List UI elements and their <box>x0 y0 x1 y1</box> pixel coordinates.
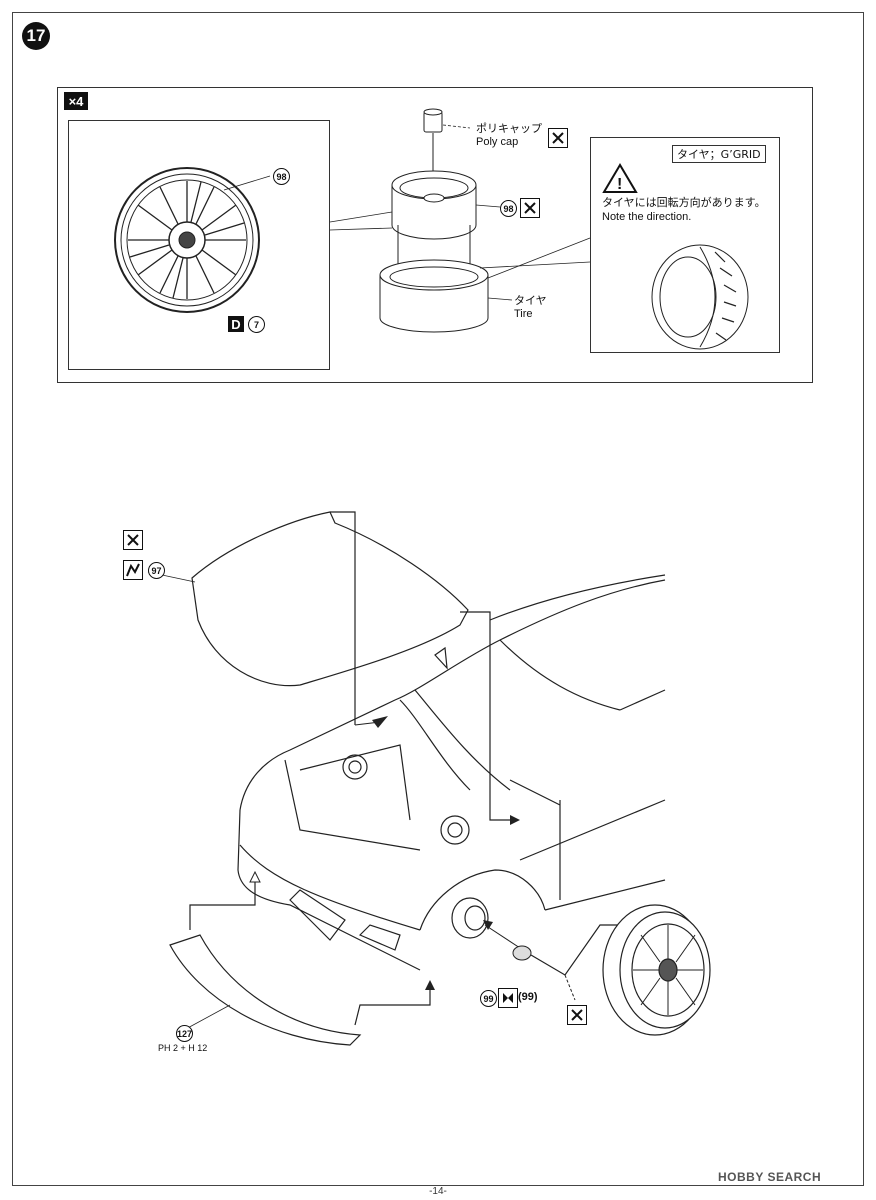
part-callout-hub-alt: (99) <box>518 991 538 1003</box>
polycap-label-jp: ポリキャップ <box>476 122 542 135</box>
direction-note-jp: タイヤには回転方向があります。 <box>602 196 766 209</box>
part-callout-spoiler: 127 <box>176 1025 193 1042</box>
mounted-wheel-drawing <box>602 904 711 1036</box>
svg-text:!: ! <box>617 176 622 193</box>
directional-tire-drawing <box>651 244 749 350</box>
leader-line-spoiler <box>183 1004 231 1031</box>
cement-icon-wheel <box>567 1005 587 1025</box>
polycap-label-en: Poly cap <box>476 136 519 148</box>
warning-triangle <box>602 163 638 193</box>
cement-icon <box>548 128 568 148</box>
part-callout-rim: 98 <box>500 200 517 217</box>
page-frame <box>12 12 864 1186</box>
wheel-front-view <box>114 167 260 313</box>
quantity-badge: ×4 <box>64 92 88 110</box>
cement-icon-hood <box>123 530 143 550</box>
polycap-drawing <box>423 108 443 133</box>
front-spoiler-drawing <box>169 934 362 1046</box>
leader-line-rim <box>475 204 501 208</box>
spoiler-paint-code: PH 2 + H 12 <box>158 1043 208 1053</box>
tire-spec-label: タイヤ；G’GRID <box>672 145 766 163</box>
car-body-drawing <box>237 574 666 971</box>
sprue-number-callout: 7 <box>248 316 265 333</box>
hood-drawing <box>191 511 469 687</box>
part-callout-hub: 99 <box>480 990 497 1007</box>
part-callout-hood: 97 <box>148 562 165 579</box>
tire-label-en: Tire <box>514 308 533 320</box>
wheel-rim-drawing <box>391 170 477 240</box>
wheel-assembly-panel <box>57 87 813 383</box>
tire-drawing <box>379 259 489 333</box>
wheel-detail-box <box>68 120 330 370</box>
tire-label-jp: タイヤ <box>514 294 547 307</box>
page-number: -14- <box>429 1186 447 1197</box>
part-callout-wheel: 98 <box>273 168 290 185</box>
watermark: HOBBY SEARCH <box>718 1170 822 1184</box>
no-cement-icon <box>498 988 518 1008</box>
small-polycap-drawing <box>512 945 532 961</box>
leader-line-wheel <box>223 175 271 191</box>
sprue-letter-badge: D <box>228 316 244 332</box>
tire-direction-note-box <box>590 137 780 353</box>
direction-note-en: Note the direction. <box>602 211 692 223</box>
cement-icon-rim <box>520 198 540 218</box>
paint-icon-hood <box>123 560 143 580</box>
step-number-badge: 17 <box>22 22 50 50</box>
wheel-hub-drawing <box>451 897 489 939</box>
